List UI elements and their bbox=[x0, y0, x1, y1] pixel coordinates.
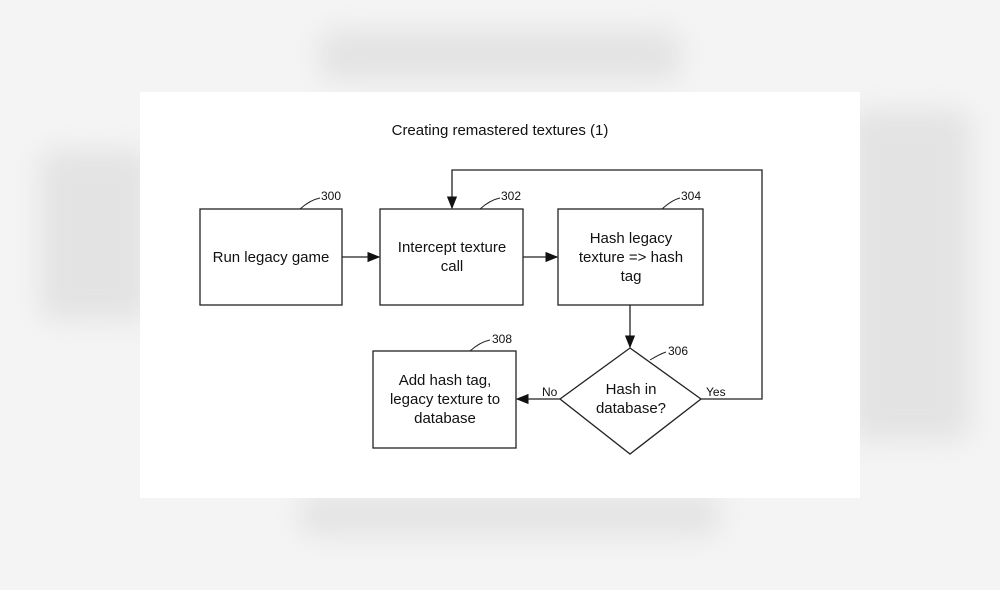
background-blur-right bbox=[850, 110, 970, 440]
background-blur-bottom bbox=[300, 495, 720, 535]
background-blur-top bbox=[320, 30, 680, 80]
diagram-title: Creating remastered textures (1) bbox=[391, 122, 609, 139]
leader-308 bbox=[469, 339, 491, 352]
edge-label-yes: Yes bbox=[706, 385, 726, 399]
ref-304: 304 bbox=[681, 189, 702, 203]
background-blur-left bbox=[40, 150, 150, 320]
edge-label-no: No bbox=[542, 385, 558, 399]
node-hash-box bbox=[557, 208, 704, 306]
node-add-box bbox=[372, 350, 517, 449]
leader-306 bbox=[649, 351, 667, 361]
ref-306: 306 bbox=[668, 344, 689, 358]
ref-302: 302 bbox=[501, 189, 522, 203]
leader-300 bbox=[299, 197, 321, 210]
node-decision-diamond bbox=[558, 347, 703, 455]
edge-decision-yes-loop bbox=[446, 169, 763, 400]
ref-300: 300 bbox=[321, 189, 342, 203]
leader-302 bbox=[479, 197, 501, 210]
node-run-game-label: Run legacy game bbox=[212, 248, 330, 266]
node-intercept-label: Intercept texture call bbox=[397, 239, 507, 275]
leader-304 bbox=[661, 197, 681, 210]
node-decision-label: Hash in database? bbox=[595, 381, 667, 417]
node-run-game-box bbox=[199, 208, 343, 306]
ref-308: 308 bbox=[492, 332, 513, 346]
node-hash-label: Hash legacy texture => hash tag bbox=[578, 229, 684, 285]
node-add-label: Add hash tag, legacy texture to database bbox=[389, 372, 501, 427]
